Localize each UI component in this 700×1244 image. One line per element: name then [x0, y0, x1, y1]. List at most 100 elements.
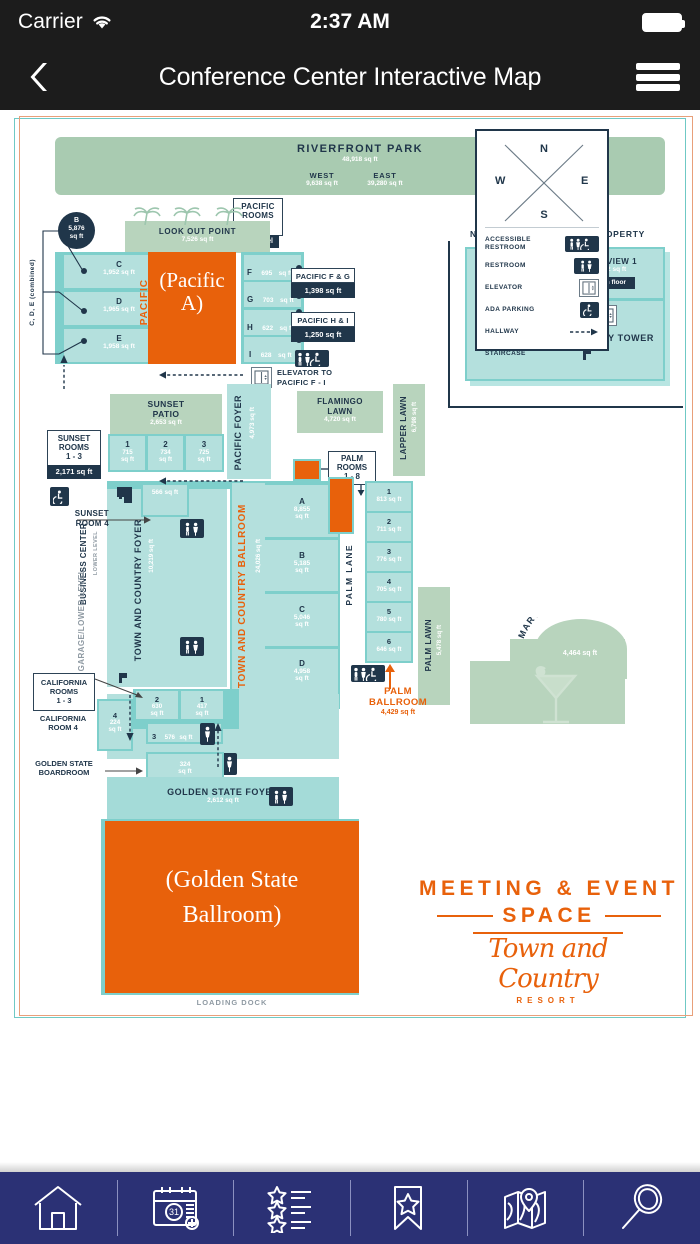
legend-item-elevator: ELEVATOR	[485, 277, 599, 299]
tab-home[interactable]	[0, 1172, 117, 1244]
tab-agenda[interactable]	[233, 1172, 350, 1244]
riverfront-park-label: RIVERFRONT PARK 48,918 sq ft	[297, 143, 423, 163]
pacific-f-label: F 695 sq ft	[247, 268, 293, 277]
town-country-foyer-block[interactable]	[107, 489, 227, 687]
palm-accent-block-1[interactable]	[293, 459, 321, 481]
pacific-fg-callout[interactable]: PACIFIC F & G	[291, 268, 355, 283]
compass-north: N	[540, 143, 548, 155]
california-room-4-area: 4 224 sq ft	[108, 711, 122, 733]
page-title: Conference Center Interactive Map	[158, 62, 542, 91]
svg-text:31: 31	[169, 1207, 179, 1217]
legend-item-accessible-restroom: ACCESSIBLE RESTROOM	[485, 233, 599, 255]
pacific-foyer-block[interactable]	[227, 384, 271, 479]
sunset-room-2[interactable]	[148, 436, 183, 470]
map-legend: N S W E ACCESSIBLE RESTROOM RES	[475, 129, 609, 360]
palm-lawn-label: PALM LAWN	[424, 619, 433, 672]
palm-room-3[interactable]	[367, 543, 411, 571]
home-icon	[34, 1186, 82, 1230]
sunset-room-4-label: SUNSET ROOM 4	[74, 509, 109, 528]
interactive-floorplan[interactable]: RIVERFRONT PARK 48,918 sq ft WEST 9,638 …	[15, 119, 687, 1019]
palm-ballroom-label: PALM BALLROOM 4,429 sq ft	[368, 686, 428, 716]
sunset-room-3-label: 3 725 sq ft	[197, 440, 211, 464]
tab-maps[interactable]	[466, 1172, 584, 1244]
bottom-tab-bar[interactable]: 31	[0, 1172, 700, 1244]
look-out-point-block[interactable]	[125, 221, 270, 253]
pacific-d-label: D 1,965 sq ft	[103, 297, 135, 313]
restroom-icon	[222, 753, 237, 775]
tab-search[interactable]	[583, 1172, 700, 1244]
golden-state-ballroom-selected-block[interactable]	[105, 821, 359, 993]
lapper-lawn-area: 6,798 sq ft	[411, 402, 418, 433]
chevron-left-icon	[30, 63, 47, 91]
ballroom-divider	[265, 537, 338, 540]
martini-lawn-arc-label: MARTINI LAWN	[517, 617, 585, 640]
pacific-b-callout[interactable]: B 5,876 sq ft	[58, 212, 95, 249]
palm-room-2[interactable]	[367, 513, 411, 541]
town-country-ballroom-block[interactable]	[230, 481, 340, 709]
hallway-dashed-arrow	[214, 723, 222, 767]
lapper-lawn-label: LAPPER LAWN	[399, 396, 408, 460]
map-pin-icon	[504, 1188, 547, 1229]
map-frame: RIVERFRONT PARK 48,918 sq ft WEST 9,638 …	[14, 116, 693, 1019]
tab-bookmarks[interactable]	[350, 1172, 467, 1244]
palm-room-6[interactable]	[367, 633, 411, 661]
northeast-bracket	[448, 241, 683, 408]
pacific-i-label: I 628 sq ft	[249, 350, 292, 359]
sunset-room-3[interactable]	[186, 436, 222, 470]
space-line: SPACE	[413, 904, 685, 928]
compass-west: W	[495, 175, 506, 187]
staircase-icon	[119, 673, 127, 683]
california-room-2[interactable]	[136, 691, 178, 719]
status-bar: Carrier 2:37 AM	[0, 0, 700, 44]
california-rooms-arrow	[94, 678, 143, 698]
hamburger-menu-icon[interactable]	[636, 60, 680, 94]
golden-state-foyer-block[interactable]	[107, 777, 339, 825]
garage-lower-level-label: GARAGE/LOWER LEVEL	[77, 569, 86, 672]
palm-ballroom-arrow	[385, 664, 395, 689]
restroom-icon	[200, 723, 215, 745]
map-content-area[interactable]: RIVERFRONT PARK 48,918 sq ft WEST 9,638 …	[0, 110, 700, 1172]
sunset-room-4-arrow	[77, 516, 151, 524]
california-rooms-callout[interactable]: CALIFORNIA ROOMS 1 - 3	[33, 673, 95, 711]
flamingo-lawn-block[interactable]	[297, 391, 383, 433]
look-out-point-label: LOOK OUT POINT 7,526 sq ft	[158, 227, 237, 243]
palm-room-1[interactable]	[367, 483, 411, 511]
palm-accent-block-2[interactable]	[328, 477, 354, 534]
pacific-c-label: C 1,952 sq ft	[103, 260, 135, 276]
svg-text:MARTINI LAWN: MARTINI LAWN	[517, 617, 585, 640]
palm-lawn-area: 5,478 sq ft	[436, 625, 443, 656]
title-rule-right	[604, 915, 661, 918]
legend-item-staircase: STAIRCASE	[485, 343, 599, 365]
pacific-a-selected-block[interactable]	[148, 252, 236, 364]
lapper-lawn-block[interactable]	[393, 384, 425, 476]
ballroom-divider	[265, 646, 338, 649]
pacific-foyer-label: PACIFIC FOYER	[233, 395, 243, 471]
california-room-1[interactable]	[181, 691, 223, 719]
california-room-1-label: 1 417 sq ft	[195, 695, 209, 717]
staircase-icon	[117, 487, 132, 503]
status-bar-left: Carrier	[18, 10, 113, 34]
sunset-room-1[interactable]	[110, 436, 145, 470]
golden-state-boardroom-arrow	[105, 767, 143, 775]
pacific-foyer-area: 4,973 sq ft	[249, 407, 256, 439]
california-room-4-block[interactable]	[97, 699, 133, 751]
palm-room-5[interactable]	[367, 603, 411, 631]
sunset-room-4-block[interactable]	[141, 483, 189, 517]
riverfront-east-label: EAST 39,280 sq ft	[367, 171, 403, 187]
ada-parking-icon	[565, 302, 599, 318]
tab-calendar[interactable]: 31	[116, 1172, 234, 1244]
palm-lawn-block[interactable]	[418, 587, 450, 705]
golden-state-boardroom-area: 324 sq ft	[178, 761, 192, 776]
sunset-rooms-callout[interactable]: SUNSET ROOMS 1 - 3	[47, 430, 101, 466]
riverfront-west-label: WEST 9,638 sq ft	[306, 171, 338, 187]
pacific-hi-callout[interactable]: PACIFIC H & I	[291, 312, 355, 327]
palm-room-4[interactable]	[367, 573, 411, 601]
back-button[interactable]	[20, 55, 60, 99]
town-country-ballroom-area: 24,026 sq ft	[255, 539, 262, 573]
sunset-patio-block[interactable]	[110, 394, 222, 434]
legend-divider	[485, 227, 599, 228]
palm-lane-label: PALM LANE	[344, 544, 354, 606]
palm-rooms-outer	[365, 481, 413, 663]
palm-room-5-label: 5 780 sq ft	[376, 607, 402, 623]
compass-east: E	[581, 175, 589, 187]
